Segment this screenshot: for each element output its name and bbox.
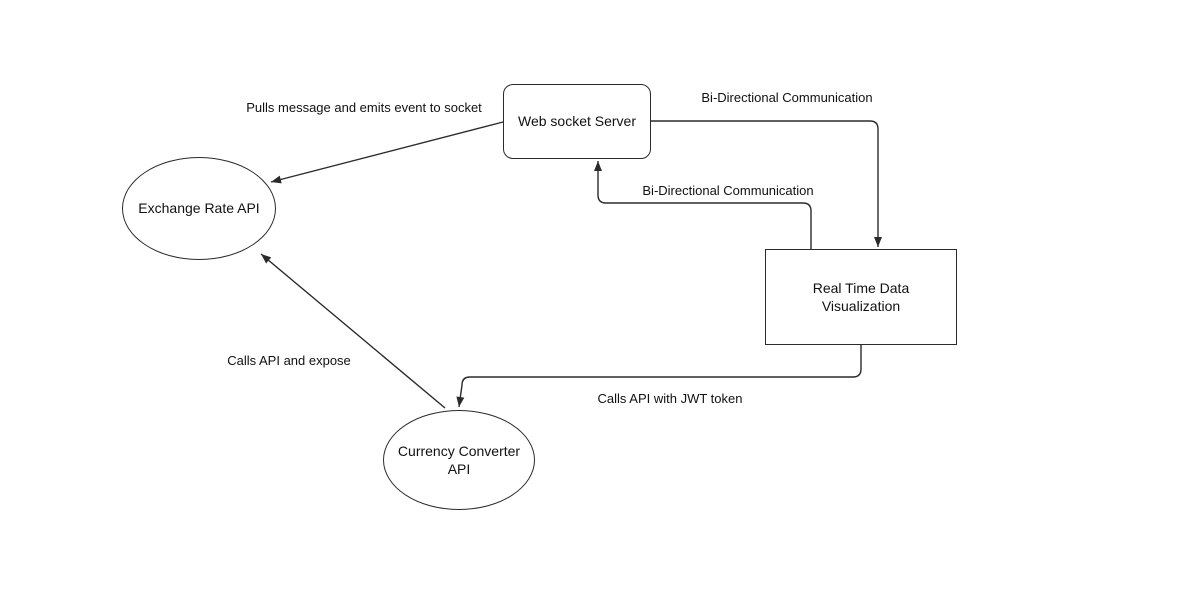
node-real-time-data-visualization-label: Real Time Data Visualization <box>812 279 910 314</box>
edge-label-calls-api-expose[interactable]: Calls API and expose <box>225 353 353 368</box>
node-exchange-rate-api-label: Exchange Rate API <box>138 200 260 217</box>
edge-bidirectional-in-arrow[interactable] <box>594 161 812 249</box>
edge-label-pull-message[interactable]: Pulls message and emits event to socket <box>244 100 484 115</box>
edge-bidirectional-out-arrow[interactable] <box>651 120 882 247</box>
edge-label-calls-api-jwt[interactable]: Calls API with JWT token <box>595 391 745 406</box>
edge-label-bidirectional-in[interactable]: Bi-Directional Communication <box>640 183 816 198</box>
node-real-time-data-visualization[interactable]: Real Time Data Visualization <box>765 249 957 345</box>
node-exchange-rate-api[interactable]: Exchange Rate API <box>122 157 276 260</box>
edge-pull-message-arrow[interactable] <box>270 121 504 184</box>
edge-calls-api-jwt-arrow[interactable] <box>456 345 862 408</box>
node-web-socket-server-label: Web socket Server <box>517 113 636 130</box>
edge-calls-api-expose-arrow[interactable] <box>260 253 446 409</box>
edge-label-bidirectional-out[interactable]: Bi-Directional Communication <box>699 90 875 105</box>
node-currency-converter-api-label: Currency Converter API <box>397 442 521 477</box>
node-currency-converter-api[interactable]: Currency Converter API <box>383 410 535 510</box>
node-web-socket-server[interactable]: Web socket Server <box>503 84 651 159</box>
